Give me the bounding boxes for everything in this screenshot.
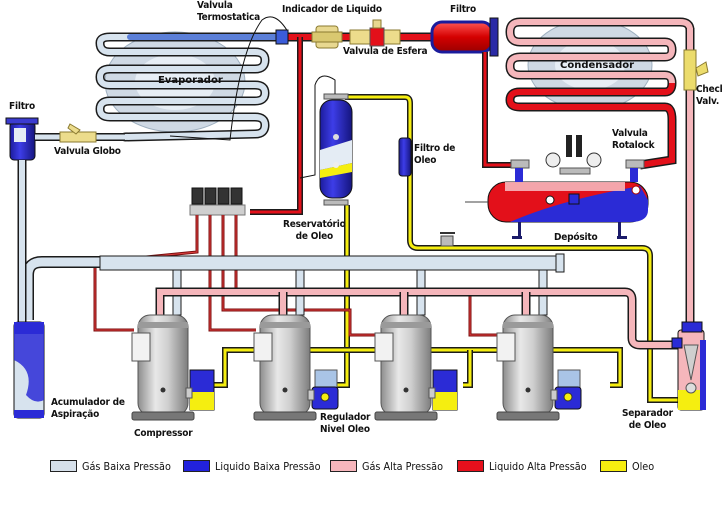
- label-valvula-termostatica: Valvula Termostatica: [197, 0, 261, 23]
- oil-level-regulator: [550, 369, 582, 410]
- label-deposito: Depósito: [554, 232, 598, 243]
- compressor-body: [502, 314, 554, 416]
- label-regulador-nivel-oleo: Regulador Nivel Oleo: [320, 412, 371, 435]
- terminal-box: [496, 332, 516, 362]
- legend-label: Oleo: [632, 459, 655, 473]
- label-condensador: Condensador: [560, 60, 635, 71]
- legend-label: Gás Baixa Pressão: [82, 459, 171, 473]
- oil-level-control: [185, 369, 215, 411]
- legend-swatch: [50, 460, 77, 472]
- suction-header: [22, 253, 565, 320]
- label-indicador-liquido: Indicador de Liquido: [282, 4, 382, 15]
- legend-item-oleo: Oleo: [600, 458, 657, 474]
- legend-label: Liquido Baixa Pressão: [215, 459, 321, 473]
- check-valve: [683, 49, 709, 91]
- legend-label: Gás Alta Pressão: [362, 459, 444, 473]
- compressor-body: [380, 314, 432, 416]
- compressor-base: [253, 411, 317, 421]
- label-acumulador: Acumulador de Aspiração: [51, 397, 125, 420]
- legend-swatch: [600, 460, 627, 472]
- legend-item-gas-baixa: Gás Baixa Pressão: [50, 458, 183, 474]
- compressor: [131, 314, 195, 421]
- terminal-box: [131, 332, 151, 362]
- label-filtro-top: Filtro: [450, 4, 477, 15]
- compressor: [253, 314, 317, 421]
- oil-reservoir: [319, 93, 353, 206]
- solenoid-manifold: [189, 187, 246, 216]
- compressor-body: [259, 314, 311, 416]
- terminal-box: [253, 332, 273, 362]
- legend-label: Liquido Alta Pressão: [489, 459, 587, 473]
- legend-item-gas-alta: Gás Alta Pressão: [330, 458, 454, 474]
- label-evaporador: Evaporador: [158, 75, 223, 86]
- legend-swatch: [330, 460, 357, 472]
- oil-lines: [212, 94, 685, 403]
- suction-accumulator: [13, 321, 45, 419]
- globe-valve: [59, 123, 97, 143]
- oil-level-control: [428, 369, 458, 411]
- legend-item-liquido-alta: Liquido Alta Pressão: [457, 458, 600, 474]
- compressors-group: [131, 314, 582, 421]
- label-separador-oleo: Separador de Oleo: [622, 408, 673, 431]
- compressor-base: [374, 411, 438, 421]
- thermostatic-valve: [275, 29, 289, 45]
- compressor-base: [496, 411, 560, 421]
- label-filtro-oleo: Filtro de Oleo: [414, 143, 456, 166]
- terminal-box: [374, 332, 394, 362]
- compressor-body: [137, 314, 189, 416]
- compressor: [374, 314, 438, 421]
- oil-valve: [440, 232, 455, 247]
- filter-drier-top: [430, 17, 499, 57]
- label-compressor: Compressor: [134, 428, 193, 439]
- oil-separator: [671, 321, 706, 411]
- legend-swatch: [183, 460, 210, 472]
- receiver-valves: [510, 135, 645, 182]
- label-valvula-globo: Valvula Globo: [54, 146, 121, 157]
- discharge-header: [155, 287, 686, 350]
- legend-swatch: [457, 460, 484, 472]
- compressor: [496, 314, 560, 421]
- oil-filter: [398, 137, 412, 177]
- condenser-coil: [505, 17, 695, 170]
- label-reservatorio-oleo: Reservatório de Oleo: [283, 219, 346, 242]
- legend: Gás Baixa Pressão Liquido Baixa Pressão …: [0, 458, 722, 478]
- legend-item-liquido-baixa: Liquido Baixa Pressão: [183, 458, 335, 474]
- suction-filter: [5, 117, 39, 161]
- ball-valve: [349, 19, 401, 47]
- compressor-base: [131, 411, 195, 421]
- label-filtro-left: Filtro: [9, 101, 36, 112]
- label-valvula-rotalock: Valvula Rotalock: [612, 128, 655, 151]
- thermostatic-bulb-line: [169, 16, 289, 141]
- label-check-valv: Check Valv.: [696, 84, 722, 107]
- oil-level-regulator: [307, 369, 339, 410]
- liquid-indicator: [311, 25, 343, 49]
- label-valvula-esfera: Valvula de Esfera: [343, 46, 428, 57]
- evaporator-coil: [95, 32, 283, 142]
- receiver-tank: [465, 181, 649, 239]
